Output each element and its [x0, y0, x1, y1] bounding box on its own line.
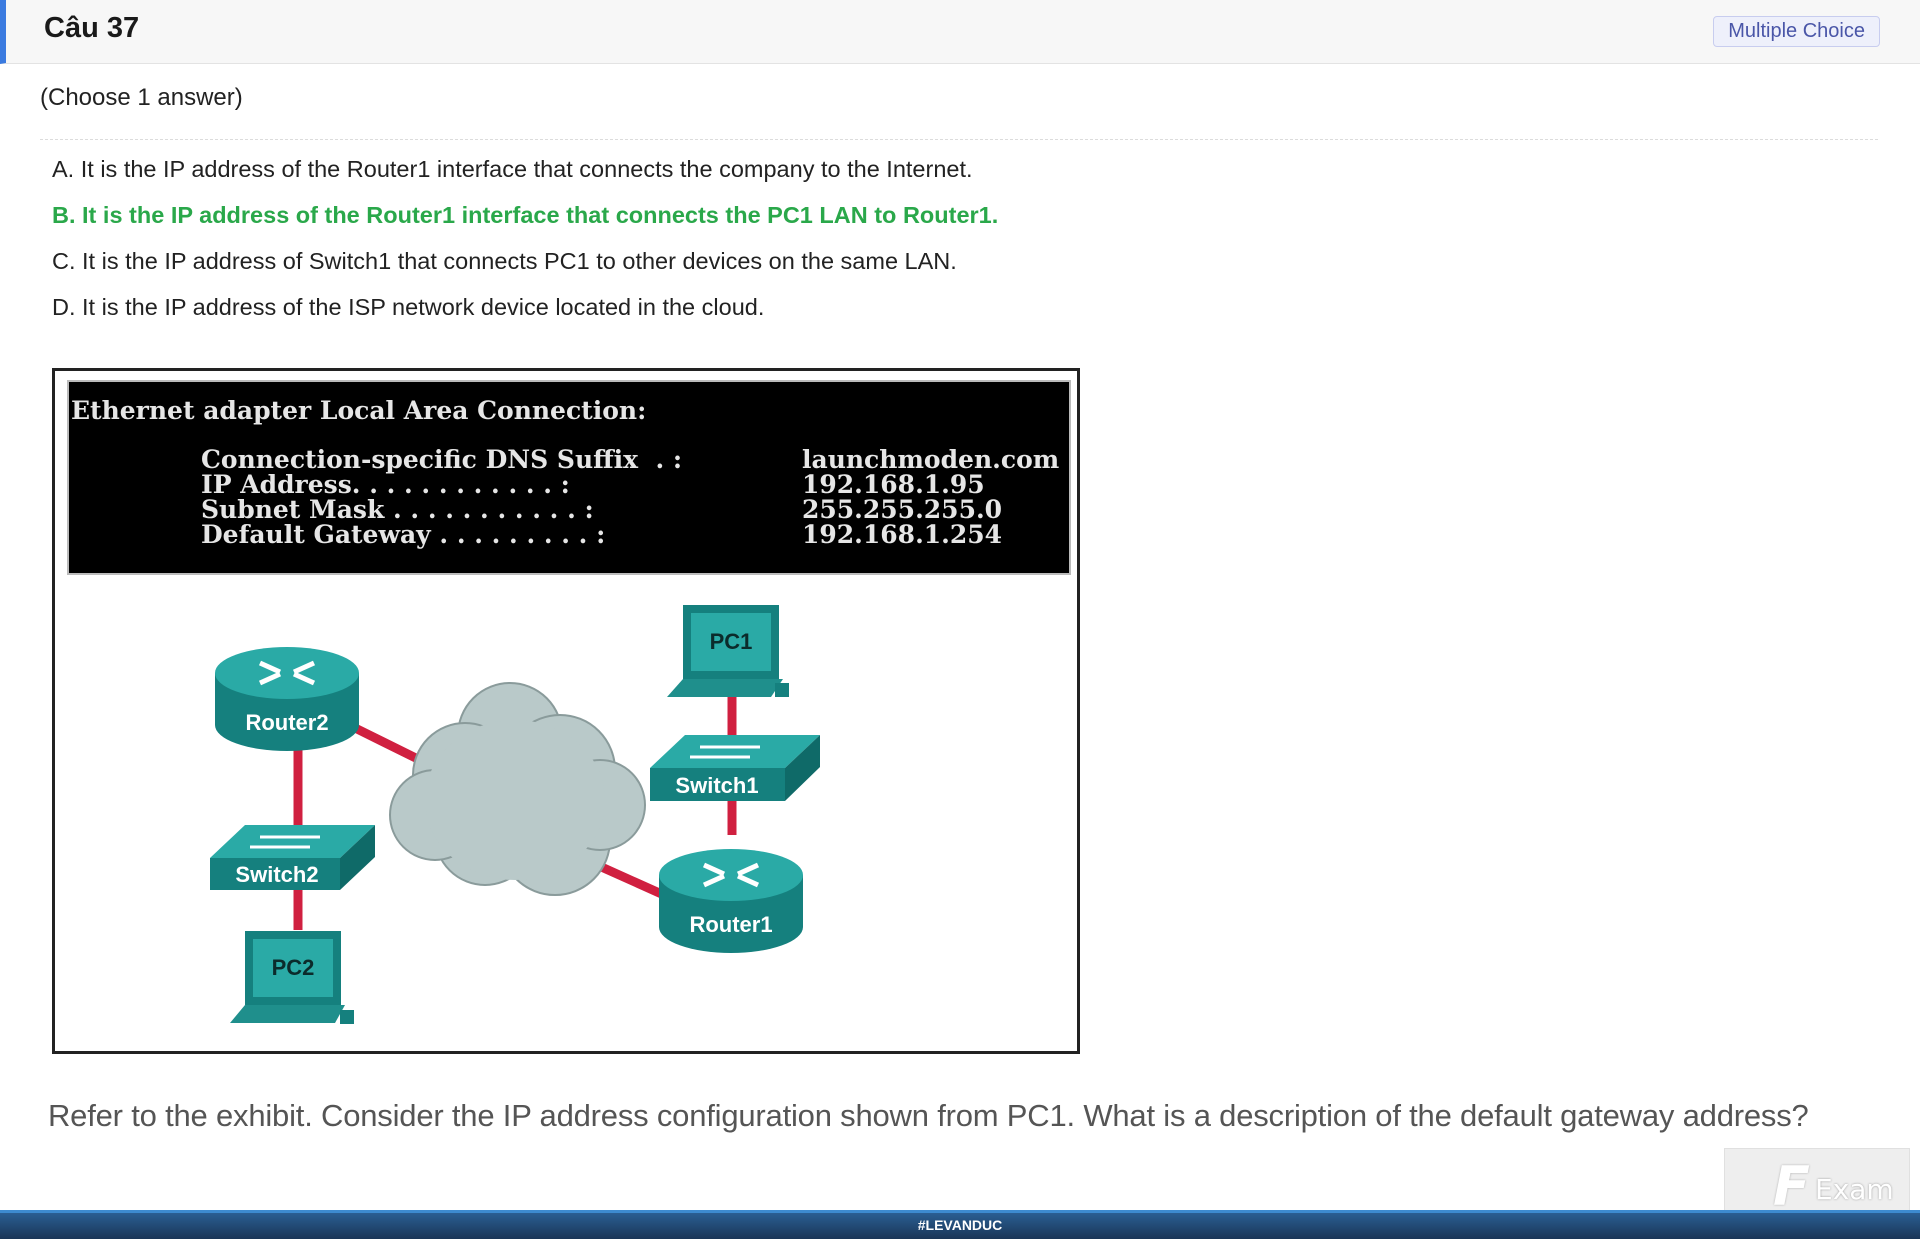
- logo-word: Exam: [1815, 1173, 1894, 1206]
- terminal-value-ip: 192.168.1.95: [802, 470, 985, 499]
- answer-instruction: (Choose 1 answer): [40, 84, 243, 111]
- option-d[interactable]: D. It is the IP address of the ISP netwo…: [52, 294, 765, 320]
- terminal-value-mask: 255.255.255.0: [802, 495, 1003, 524]
- pc2-icon: PC2: [230, 931, 354, 1024]
- question-type-badge: Multiple Choice: [1713, 16, 1880, 47]
- divider: [40, 139, 1878, 140]
- terminal-label-ip: IP Address. . . . . . . . . . . . :: [201, 470, 570, 499]
- pc2-label: PC2: [272, 955, 315, 980]
- switch1-icon: Switch1: [650, 735, 820, 801]
- router2-icon: Router2: [215, 647, 359, 751]
- terminal-value-gateway: 192.168.1.254: [802, 520, 1003, 549]
- router1-label: Router1: [689, 912, 772, 937]
- footer-tag: #LEVANDUC: [917, 1217, 1003, 1233]
- question-header: Câu 37 Multiple Choice: [0, 0, 1920, 64]
- terminal-label-dns: Connection-specific DNS Suffix . :: [201, 445, 683, 474]
- terminal-label-gateway: Default Gateway . . . . . . . . . :: [201, 520, 606, 549]
- internet-cloud-icon: [389, 682, 646, 896]
- terminal-heading: Ethernet adapter Local Area Connection:: [71, 396, 647, 425]
- option-c[interactable]: C. It is the IP address of Switch1 that …: [52, 248, 957, 274]
- option-b-correct[interactable]: B. It is the IP address of the Router1 i…: [52, 202, 999, 228]
- ipconfig-terminal: Ethernet adapter Local Area Connection: …: [67, 380, 1071, 575]
- router2-label: Router2: [245, 710, 328, 735]
- footer-bar: #LEVANDUC: [0, 1210, 1920, 1239]
- pc1-icon: PC1: [667, 605, 789, 697]
- pc1-label: PC1: [710, 629, 753, 654]
- switch1-label: Switch1: [675, 773, 758, 798]
- question-text: Refer to the exhibit. Consider the IP ad…: [48, 1098, 1809, 1133]
- switch2-label: Switch2: [235, 862, 318, 887]
- exhibit-image: Ethernet adapter Local Area Connection: …: [52, 368, 1080, 1054]
- switch2-icon: Switch2: [210, 825, 375, 890]
- terminal-value-dns: launchmoden.com: [802, 445, 1060, 474]
- logo-mark-icon: F: [1773, 1155, 1810, 1218]
- terminal-label-mask: Subnet Mask . . . . . . . . . . . :: [201, 495, 594, 524]
- question-number: Câu 37: [44, 12, 140, 44]
- router1-icon: Router1: [659, 849, 803, 953]
- option-a[interactable]: A. It is the IP address of the Router1 i…: [52, 156, 973, 182]
- network-topology-diagram: Router2 Switch2 PC2 PC1: [210, 605, 820, 1024]
- answer-options: A. It is the IP address of the Router1 i…: [52, 152, 998, 336]
